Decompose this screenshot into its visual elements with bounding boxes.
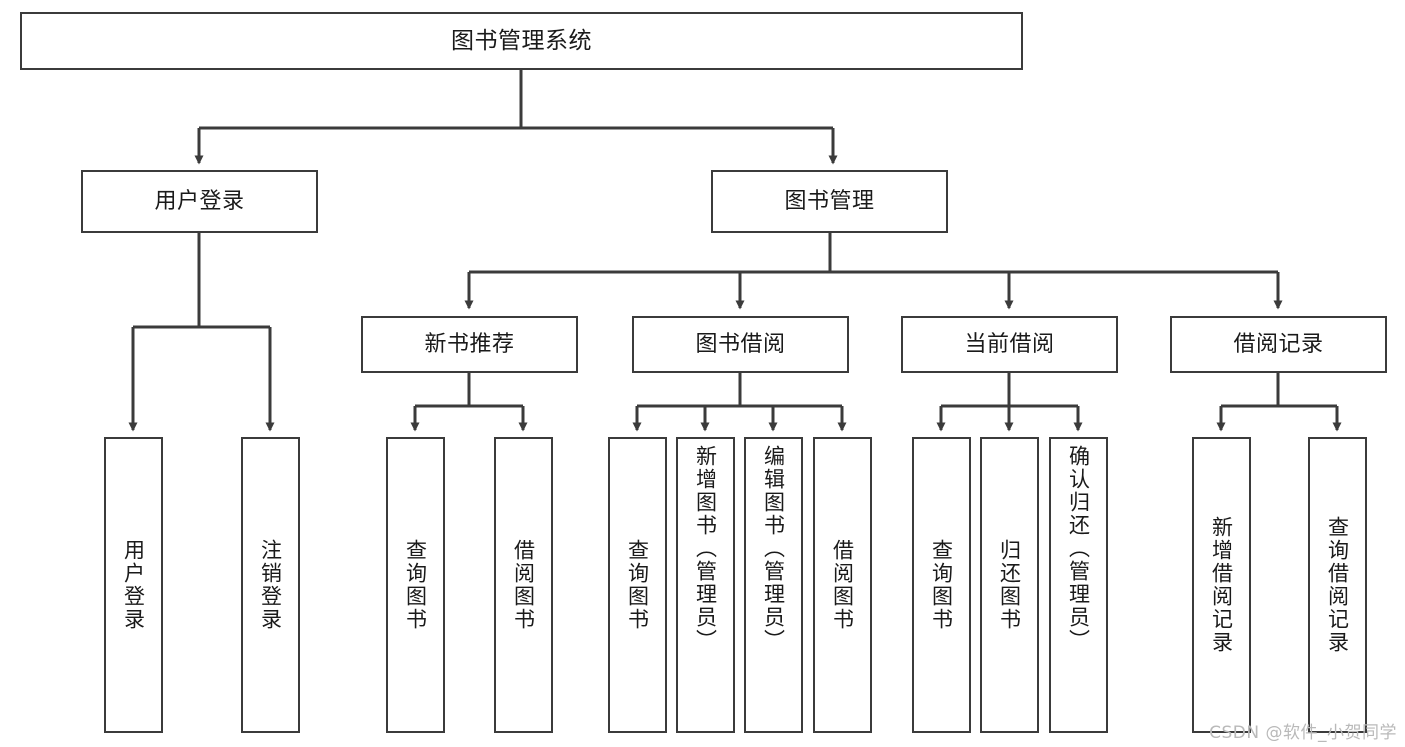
node-root-label: 图书管理系统 — [451, 27, 592, 54]
node-leaf-br-query-label: 查询借阅记录 — [1325, 516, 1350, 654]
node-leaf-cb-confirm-label: 确认归还（管理员） — [1066, 445, 1091, 652]
node-leaf-cb-confirm[interactable]: 确认归还（管理员） — [1049, 437, 1108, 733]
node-book-manage-label: 图书管理 — [784, 188, 875, 214]
node-leaf-rec-borrow-label: 借阅图书 — [511, 539, 536, 631]
node-leaf-bb-query-label: 查询图书 — [625, 539, 650, 631]
node-new-book-rec-label: 新书推荐 — [424, 331, 515, 357]
node-leaf-bb-add[interactable]: 新增图书（管理员） — [676, 437, 735, 733]
node-book-borrow[interactable]: 图书借阅 — [632, 316, 849, 373]
node-leaf-user-login-label: 用户登录 — [121, 539, 146, 631]
node-leaf-cb-return-label: 归还图书 — [997, 539, 1022, 631]
node-leaf-bb-add-label: 新增图书（管理员） — [693, 445, 718, 652]
node-leaf-logout[interactable]: 注销登录 — [241, 437, 300, 733]
node-current-borrow-label: 当前借阅 — [964, 331, 1055, 357]
node-book-borrow-label: 图书借阅 — [695, 331, 786, 357]
node-user-login[interactable]: 用户登录 — [81, 170, 318, 233]
node-leaf-cb-query-label: 查询图书 — [929, 539, 954, 631]
node-leaf-rec-borrow[interactable]: 借阅图书 — [494, 437, 553, 733]
node-leaf-br-add-label: 新增借阅记录 — [1209, 516, 1234, 654]
node-leaf-rec-query[interactable]: 查询图书 — [386, 437, 445, 733]
node-current-borrow[interactable]: 当前借阅 — [901, 316, 1118, 373]
node-user-login-label: 用户登录 — [154, 188, 245, 214]
node-borrow-record[interactable]: 借阅记录 — [1170, 316, 1387, 373]
node-leaf-bb-query[interactable]: 查询图书 — [608, 437, 667, 733]
node-leaf-bb-borrow-label: 借阅图书 — [830, 539, 855, 631]
node-book-manage[interactable]: 图书管理 — [711, 170, 948, 233]
node-leaf-bb-edit-label: 编辑图书（管理员） — [761, 445, 786, 652]
node-leaf-br-query[interactable]: 查询借阅记录 — [1308, 437, 1367, 733]
node-leaf-user-login[interactable]: 用户登录 — [104, 437, 163, 733]
node-borrow-record-label: 借阅记录 — [1233, 331, 1324, 357]
node-leaf-bb-borrow[interactable]: 借阅图书 — [813, 437, 872, 733]
node-leaf-cb-return[interactable]: 归还图书 — [980, 437, 1039, 733]
node-leaf-rec-query-label: 查询图书 — [403, 539, 428, 631]
node-new-book-rec[interactable]: 新书推荐 — [361, 316, 578, 373]
watermark-text: CSDN @软件_小贺同学 — [1209, 723, 1397, 743]
node-leaf-logout-label: 注销登录 — [258, 539, 283, 631]
node-leaf-cb-query[interactable]: 查询图书 — [912, 437, 971, 733]
node-leaf-bb-edit[interactable]: 编辑图书（管理员） — [744, 437, 803, 733]
node-root[interactable]: 图书管理系统 — [20, 12, 1023, 70]
node-leaf-br-add[interactable]: 新增借阅记录 — [1192, 437, 1251, 733]
